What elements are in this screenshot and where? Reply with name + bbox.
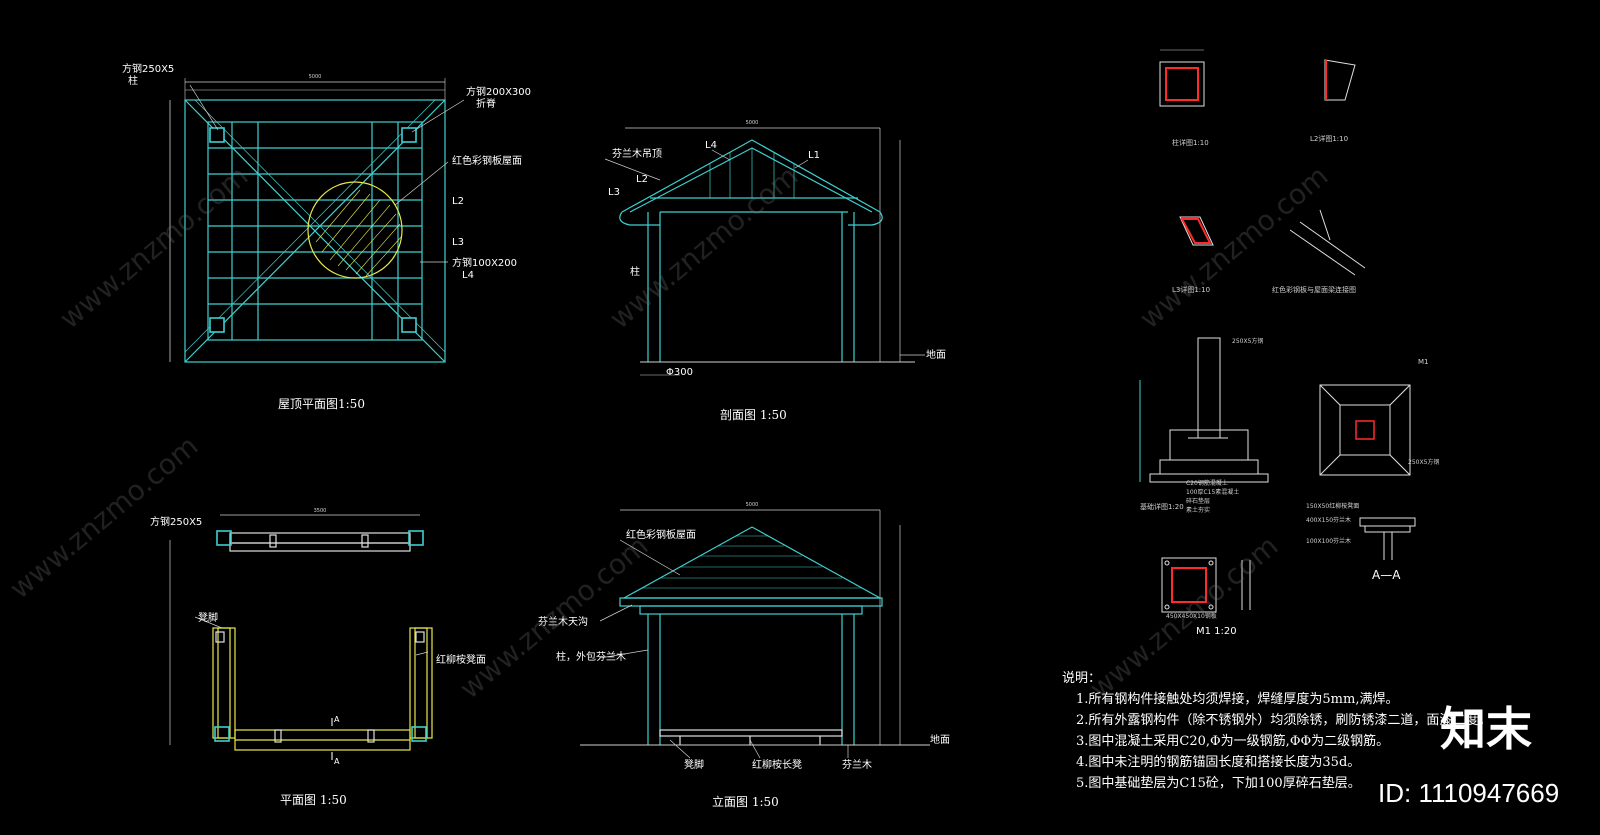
elevation-roof-sheet-label: 红色彩钢板屋面 — [626, 528, 696, 541]
detail-wood2-label: 400X150芬兰木 — [1306, 516, 1351, 524]
roof-plan-l4-label: L4 — [462, 270, 474, 281]
section-caption: 剖面图 1:50 — [720, 408, 787, 422]
detail-column-caption: 柱详图1:10 — [1172, 138, 1209, 147]
detail-wood3-label: 100X100芬兰木 — [1306, 537, 1351, 545]
notes-item: 3.图中混凝土采用C20,Φ为一级钢筋,ΦΦ为二级钢筋。 — [1076, 733, 1389, 749]
elevation-bench-label: 红柳桉长凳 — [752, 758, 802, 771]
plan-top-dim: 3500 — [314, 508, 327, 514]
detail-wood1-label: 150X50红柳桉凳面 — [1306, 502, 1359, 510]
detail-roof-conn-caption: 红色彩钢板与屋面梁连接图 — [1272, 285, 1356, 294]
plan-bench-label: 红柳桉凳面 — [436, 653, 486, 666]
roof-plan-steel-top-label: 方钢200X300 — [466, 85, 531, 98]
brand-logo-text: 知末 — [1440, 702, 1532, 756]
detail-gravel-label: 碎石垫层 — [1186, 497, 1210, 505]
detail-steel-small-label: 250X5方钢 — [1408, 458, 1439, 466]
section-ceiling-label: 芬兰木吊顶 — [612, 147, 662, 160]
roof-plan-roof-sheet-label: 红色彩钢板屋面 — [452, 154, 522, 167]
watermark-site: www.znzmo.com — [1133, 159, 1334, 335]
elevation-column-wrap-label: 柱，外包芬兰木 — [556, 650, 626, 663]
section-top-dim: 5000 — [746, 120, 759, 126]
detail-m1-caption: M1 1:20 — [1196, 626, 1237, 637]
notes-item: 5.图中基础垫层为C15砼，下加100厚碎石垫层。 — [1076, 775, 1361, 791]
roof-plan-l2-label: L2 — [452, 196, 464, 207]
section-drawing — [604, 127, 925, 376]
roof-plan-column-steel-label: 方钢250X5 — [122, 62, 174, 75]
section-l3-label: L3 — [608, 187, 620, 198]
plan-column-steel-label: 方钢250X5 — [150, 515, 202, 528]
detail-steel-250-label: 250X5方钢 — [1232, 337, 1263, 345]
watermark-site: www.znzmo.com — [453, 529, 654, 705]
plan-section-a1: A — [334, 715, 340, 724]
roof-plan-l3-label: L3 — [452, 237, 464, 248]
detail-drawings — [1139, 49, 1416, 613]
elevation-top-dim: 5000 — [746, 502, 759, 508]
plan-drawing — [169, 514, 433, 760]
elevation-gutter-label: 芬兰木天沟 — [538, 615, 588, 628]
elevation-caption: 立面图 1:50 — [712, 794, 779, 809]
section-ground-label: 地面 — [926, 348, 946, 361]
elevation-wood-label: 芬兰木 — [842, 758, 872, 771]
detail-aa-caption: A—A — [1372, 568, 1401, 582]
detail-m1-tag: M1 — [1418, 358, 1429, 366]
notes-item: 2.所有外露钢构件（除不锈钢外）均须除锈，刷防锈漆二道，面漆二度。 — [1076, 712, 1491, 728]
section-column-label: 柱 — [630, 265, 640, 278]
section-l4-label: L4 — [705, 140, 717, 151]
detail-plate-label: 450X450X10钢板 — [1166, 612, 1217, 620]
detail-base-caption: 基础详图1:20 — [1140, 502, 1184, 511]
detail-soil-label: 素土夯实 — [1186, 506, 1210, 514]
notes-item: 1.所有钢构件接触处均须焊接，焊缝厚度为5mm,满焊。 — [1076, 691, 1398, 707]
section-l1-label: L1 — [808, 150, 820, 161]
image-id-label: ID: 1110947669 — [1378, 778, 1559, 808]
elevation-drawing — [580, 509, 930, 759]
detail-l3-caption: L3详图1:10 — [1172, 285, 1210, 294]
elevation-ground-label: 地面 — [930, 733, 950, 746]
plan-caption: 平面图 1:50 — [280, 793, 347, 807]
notes-title: 说明： — [1062, 671, 1101, 686]
roof-plan-total-dim: 5000 — [309, 74, 322, 80]
plan-section-a2: A — [334, 757, 340, 766]
roof-plan-column-label: 柱 — [128, 74, 138, 87]
watermark-site: www.znzmo.com — [603, 159, 804, 335]
watermark-site: www.znzmo.com — [1083, 529, 1284, 705]
roof-plan-caption: 屋顶平面图1:50 — [278, 397, 365, 411]
detail-l2-caption: L2详图1:10 — [1310, 134, 1348, 143]
notes-item: 4.图中未注明的钢筋锚固长度和搭接长度为35d。 — [1076, 754, 1360, 770]
section-phi-label: Φ300 — [666, 367, 693, 378]
notes-block: 说明： 1.所有钢构件接触处均须焊接，焊缝厚度为5mm,满焊。 2.所有外露钢构… — [1062, 671, 1491, 791]
roof-plan-steel-side-label: 方钢100X200 — [452, 256, 517, 269]
roof-plan — [169, 78, 465, 363]
elevation-foot-label: 凳脚 — [684, 758, 704, 771]
section-l2-label: L2 — [636, 174, 648, 185]
watermark-site: www.znzmo.com — [53, 159, 254, 335]
plan-foot-label: 凳脚 — [198, 611, 218, 624]
detail-concrete2-label: 100厚C15素混凝土 — [1186, 488, 1239, 496]
roof-plan-fold-ridge-label: 折脊 — [476, 97, 496, 110]
detail-concrete1-label: C20钢筋混凝土 — [1186, 479, 1228, 487]
